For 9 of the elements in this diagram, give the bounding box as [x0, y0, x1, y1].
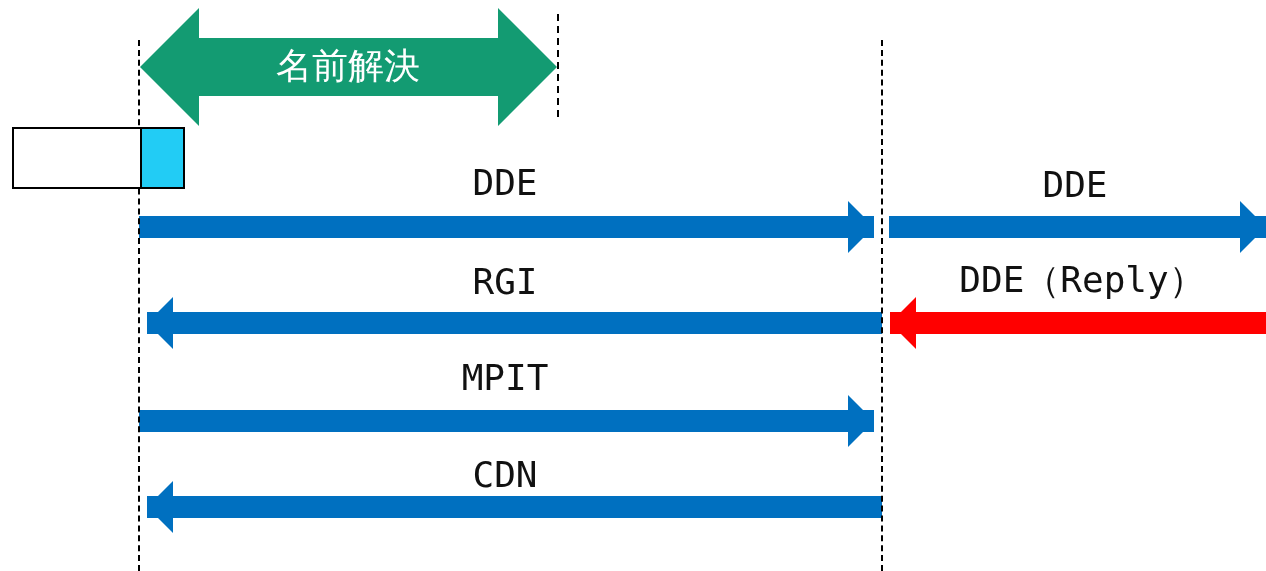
arrow	[139, 201, 874, 253]
participant-box	[12, 127, 142, 189]
dimension-label: 名前解決	[276, 45, 420, 87]
arrow	[890, 297, 1266, 349]
activation-bar	[140, 127, 185, 189]
arrow	[147, 297, 882, 349]
lifeline	[881, 40, 883, 571]
arrow	[147, 481, 882, 533]
arrow	[889, 201, 1266, 253]
